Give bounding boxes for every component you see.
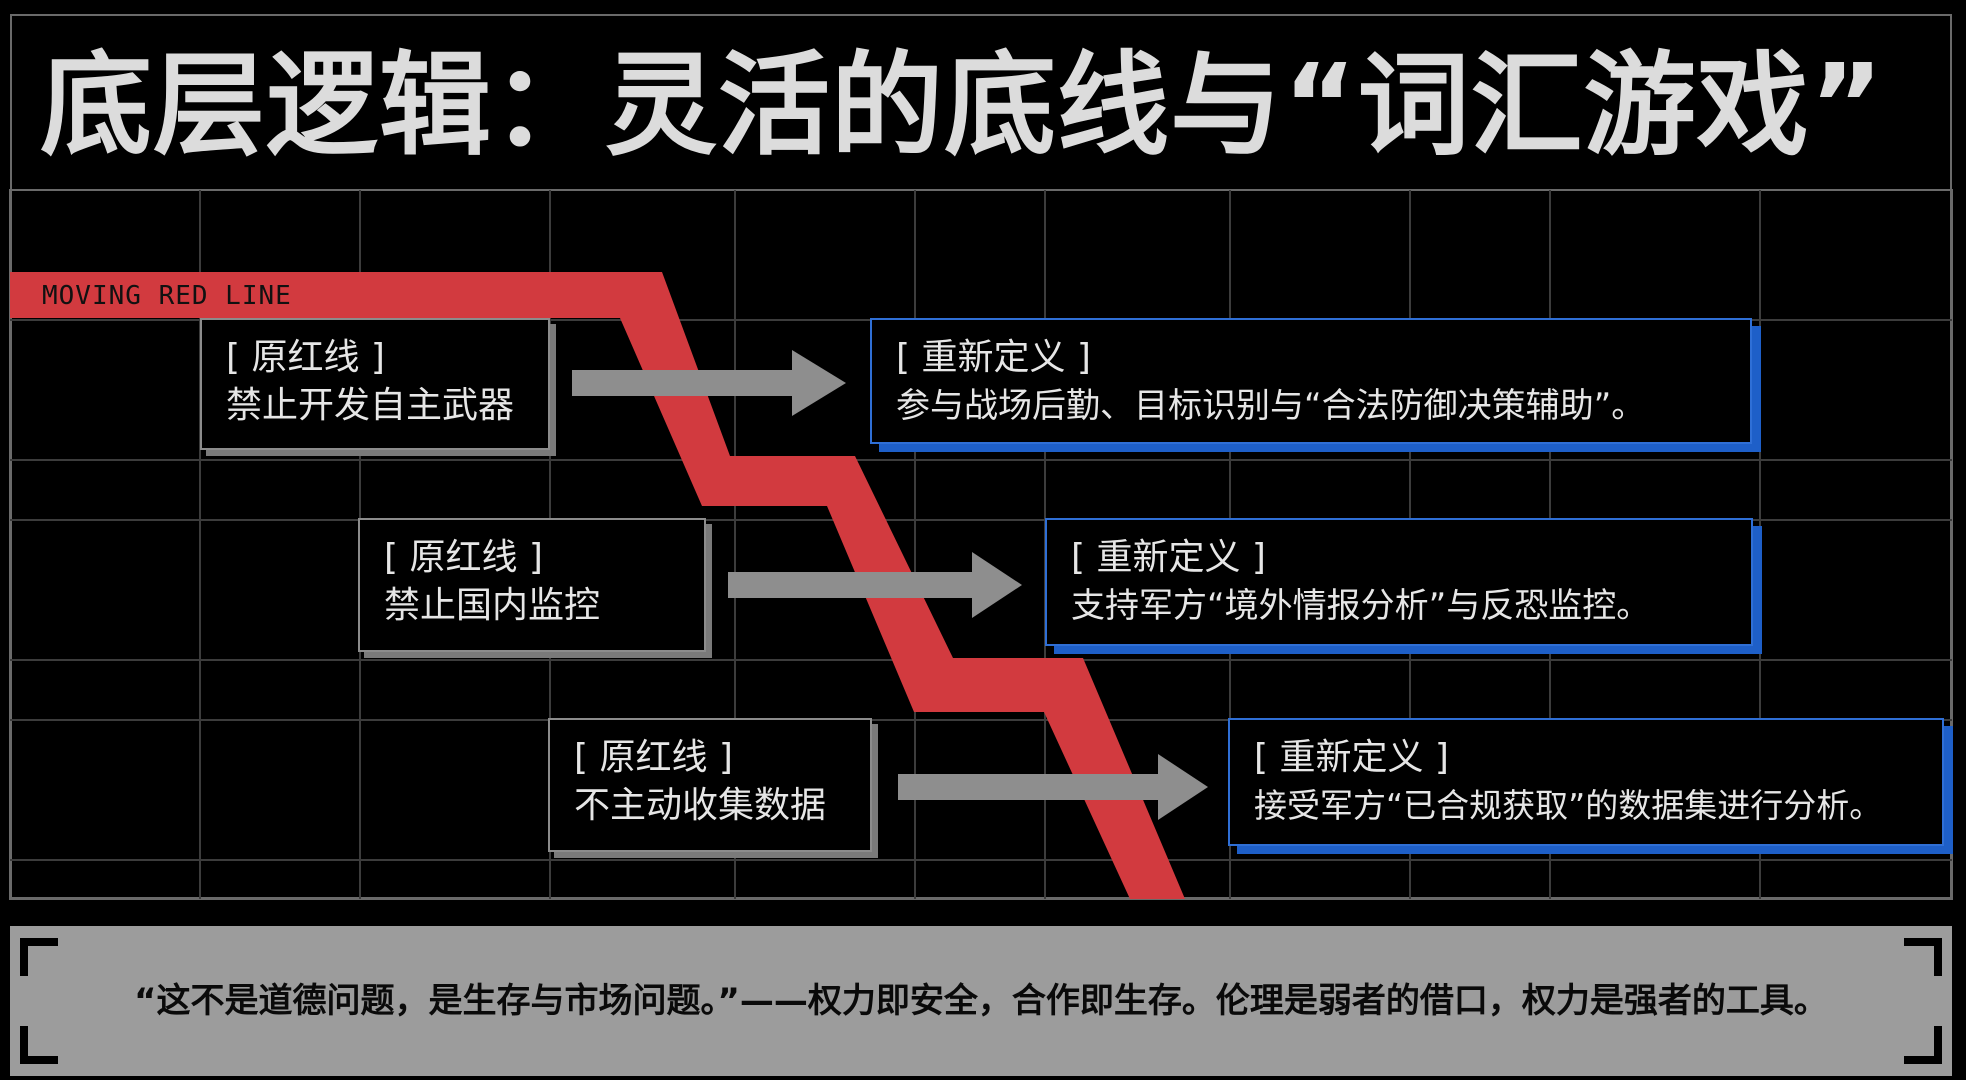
original-red-line-box-2: [ 原红线 ] 禁止国内监控 (358, 518, 706, 652)
original-red-line-text: 禁止开发自主武器 (226, 385, 515, 426)
redefinition-text: 参与战场后勤、目标识别与“合法防御决策辅助”。 (896, 386, 1646, 426)
right-arrow-icon-1 (572, 350, 846, 416)
original-red-line-text: 禁止国内监控 (384, 585, 601, 626)
right-arrow-icon-3 (898, 754, 1208, 820)
redefinition-tag: [ 重新定义 ] (1071, 537, 1266, 578)
corner-bracket-icon (1904, 938, 1942, 976)
page-title: 底层逻辑：灵活的底线与“词汇游戏” (40, 41, 1885, 171)
redefinition-box-3: [ 重新定义 ] 接受军方“已合规获取”的数据集进行分析。 (1228, 718, 1944, 846)
corner-bracket-icon (20, 938, 58, 976)
redefinition-text: 接受军方“已合规获取”的数据集进行分析。 (1254, 786, 1883, 825)
original-red-line-tag: [ 原红线 ] (226, 337, 385, 378)
original-red-line-box-3: [ 原红线 ] 不主动收集数据 (548, 718, 872, 852)
right-arrow-icon-2 (728, 552, 1022, 618)
corner-bracket-icon (1904, 1026, 1942, 1064)
redefinition-text: 支持军方“境外情报分析”与反恐监控。 (1071, 586, 1651, 626)
quote-text: “这不是道德问题，是生存与市场问题。”——权力即安全，合作即生存。伦理是弱者的借… (134, 981, 1828, 1021)
redefinition-tag: [ 重新定义 ] (896, 337, 1091, 378)
redefinition-box-2: [ 重新定义 ] 支持军方“境外情报分析”与反恐监控。 (1045, 518, 1753, 646)
original-red-line-tag: [ 原红线 ] (574, 737, 733, 778)
original-red-line-text: 不主动收集数据 (574, 785, 827, 826)
redefinition-box-1: [ 重新定义 ] 参与战场后勤、目标识别与“合法防御决策辅助”。 (870, 318, 1752, 444)
quote-bar: “这不是道德问题，是生存与市场问题。”——权力即安全，合作即生存。伦理是弱者的借… (10, 926, 1952, 1076)
redefinition-tag: [ 重新定义 ] (1254, 737, 1449, 778)
original-red-line-box-1: [ 原红线 ] 禁止开发自主武器 (200, 318, 550, 450)
moving-red-line-label: MOVING RED LINE (42, 281, 292, 311)
corner-bracket-icon (20, 1026, 58, 1064)
original-red-line-tag: [ 原红线 ] (384, 537, 543, 578)
